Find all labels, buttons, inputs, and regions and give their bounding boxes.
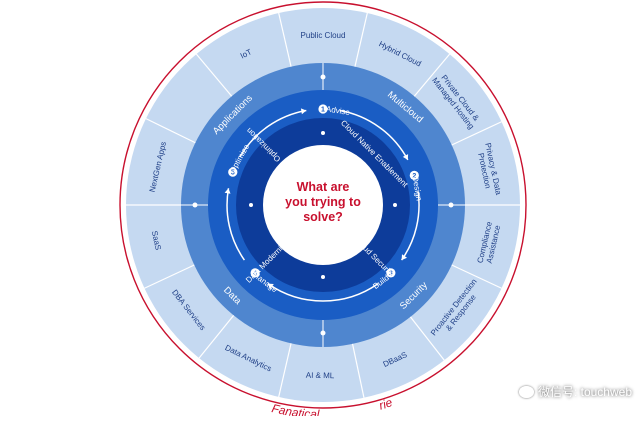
watermark-text: 微信号: touchweb: [537, 385, 632, 399]
outer-ring-divider: [145, 118, 196, 144]
step-number-badge: [386, 268, 396, 278]
step-label-advise: Advise: [325, 104, 351, 117]
step-number-3: 3: [389, 270, 393, 277]
cycle-arrowhead: [267, 283, 274, 289]
cycle-arrow: [400, 191, 420, 261]
cycle-arrowhead: [300, 108, 307, 115]
center-question-line: solve?: [303, 210, 343, 224]
step-number-badge: [409, 170, 419, 180]
center-question-line: What are: [297, 180, 350, 194]
section-dot: [320, 330, 326, 336]
outer-ring-divider: [451, 264, 502, 289]
solution-dot: [393, 203, 397, 207]
outer-ring-divider: [409, 316, 445, 361]
watermark: 微信号: touchweb: [518, 383, 632, 400]
outer-ring-divider: [351, 343, 365, 398]
center-core: [263, 145, 383, 265]
outer-frame-circle: [119, 1, 527, 409]
step-number-badge: [228, 167, 238, 177]
step-label-design: Design: [410, 175, 423, 201]
step-number-5: 5: [231, 170, 235, 177]
step-number-1: 1: [321, 107, 325, 114]
section-dot: [448, 202, 454, 208]
cycle-arrowhead: [401, 254, 407, 261]
outer-ring-divider: [278, 12, 292, 67]
wechat-icon: [518, 385, 534, 398]
cycle-arrow: [267, 282, 379, 302]
outer-ring-divider: [144, 264, 195, 289]
outer-ring-divider: [198, 314, 235, 359]
cycle-arrowhead: [402, 154, 409, 160]
section-dot: [320, 74, 326, 80]
solution-dot: [321, 131, 325, 135]
rings-group: [126, 8, 520, 402]
step-number-2: 2: [412, 173, 416, 180]
cycle-arrow: [339, 109, 409, 161]
solution-dot: [249, 203, 253, 207]
outer-ring-divider: [413, 53, 451, 97]
cycle-arrow: [239, 109, 307, 158]
outer-service-label: Public Cloud: [301, 31, 346, 40]
center-question-line: you trying to: [285, 195, 361, 209]
outer-ring-divider: [451, 121, 502, 146]
section-dot: [192, 202, 198, 208]
step-number-badge: [318, 104, 328, 114]
step-number-badge: [250, 268, 260, 278]
outer-ring-divider: [354, 12, 368, 67]
outer-ring-divider: [195, 53, 233, 97]
outer-service-label: SaaS: [150, 230, 163, 251]
cycle-arrowhead: [224, 188, 231, 194]
solution-dot: [321, 275, 325, 279]
cycle-arrow: [226, 188, 246, 261]
step-number-4: 4: [253, 270, 257, 277]
outer-ring-divider: [278, 343, 292, 398]
outer-service-label: AI & ML: [306, 371, 335, 381]
